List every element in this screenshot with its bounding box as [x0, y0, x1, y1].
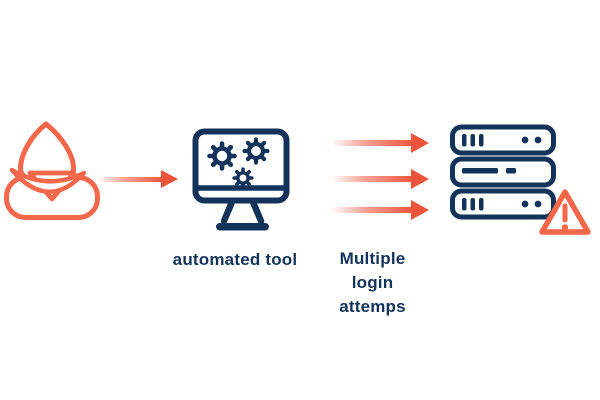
multiple-login-attempts-label: Multiple login attemps [339, 249, 406, 316]
monitor-stand-right-leg [249, 198, 265, 225]
login-attempt-arrow-2 [333, 169, 429, 189]
server-unit-top [450, 124, 556, 156]
gear-icon [232, 167, 254, 189]
arrow-shaft [333, 140, 414, 146]
arrow-head [411, 133, 429, 153]
hooded-hacker-icon [4, 121, 100, 220]
server-unit-middle [450, 156, 556, 188]
server-unit-top-details [462, 134, 542, 147]
server-unit-bottom [450, 188, 556, 220]
monitor-gears-icon [192, 128, 290, 231]
hacker-collar [9, 167, 87, 194]
monitor-stand-left-leg [220, 198, 236, 225]
arrow-head [411, 200, 429, 220]
gear-icon [242, 137, 270, 165]
warning-triangle-icon [539, 189, 591, 235]
gear-icon [207, 141, 237, 171]
login-attempt-arrow-1 [333, 133, 429, 153]
hacker-hood [18, 121, 76, 180]
login-attempt-arrow-3 [333, 200, 429, 220]
arrow-shaft [333, 176, 414, 182]
automated-tool-label: automated tool [172, 250, 298, 269]
attack-arrow-icon [98, 170, 178, 188]
arrow-head [161, 170, 178, 188]
monitor-stand-base [216, 223, 269, 231]
server-unit-bottom-details [462, 198, 542, 211]
server-unit-middle-details [462, 168, 516, 174]
arrow-shaft [333, 207, 414, 213]
arrow-head [411, 169, 429, 189]
arrow-shaft [98, 176, 164, 182]
server-stack-icon [450, 124, 591, 235]
